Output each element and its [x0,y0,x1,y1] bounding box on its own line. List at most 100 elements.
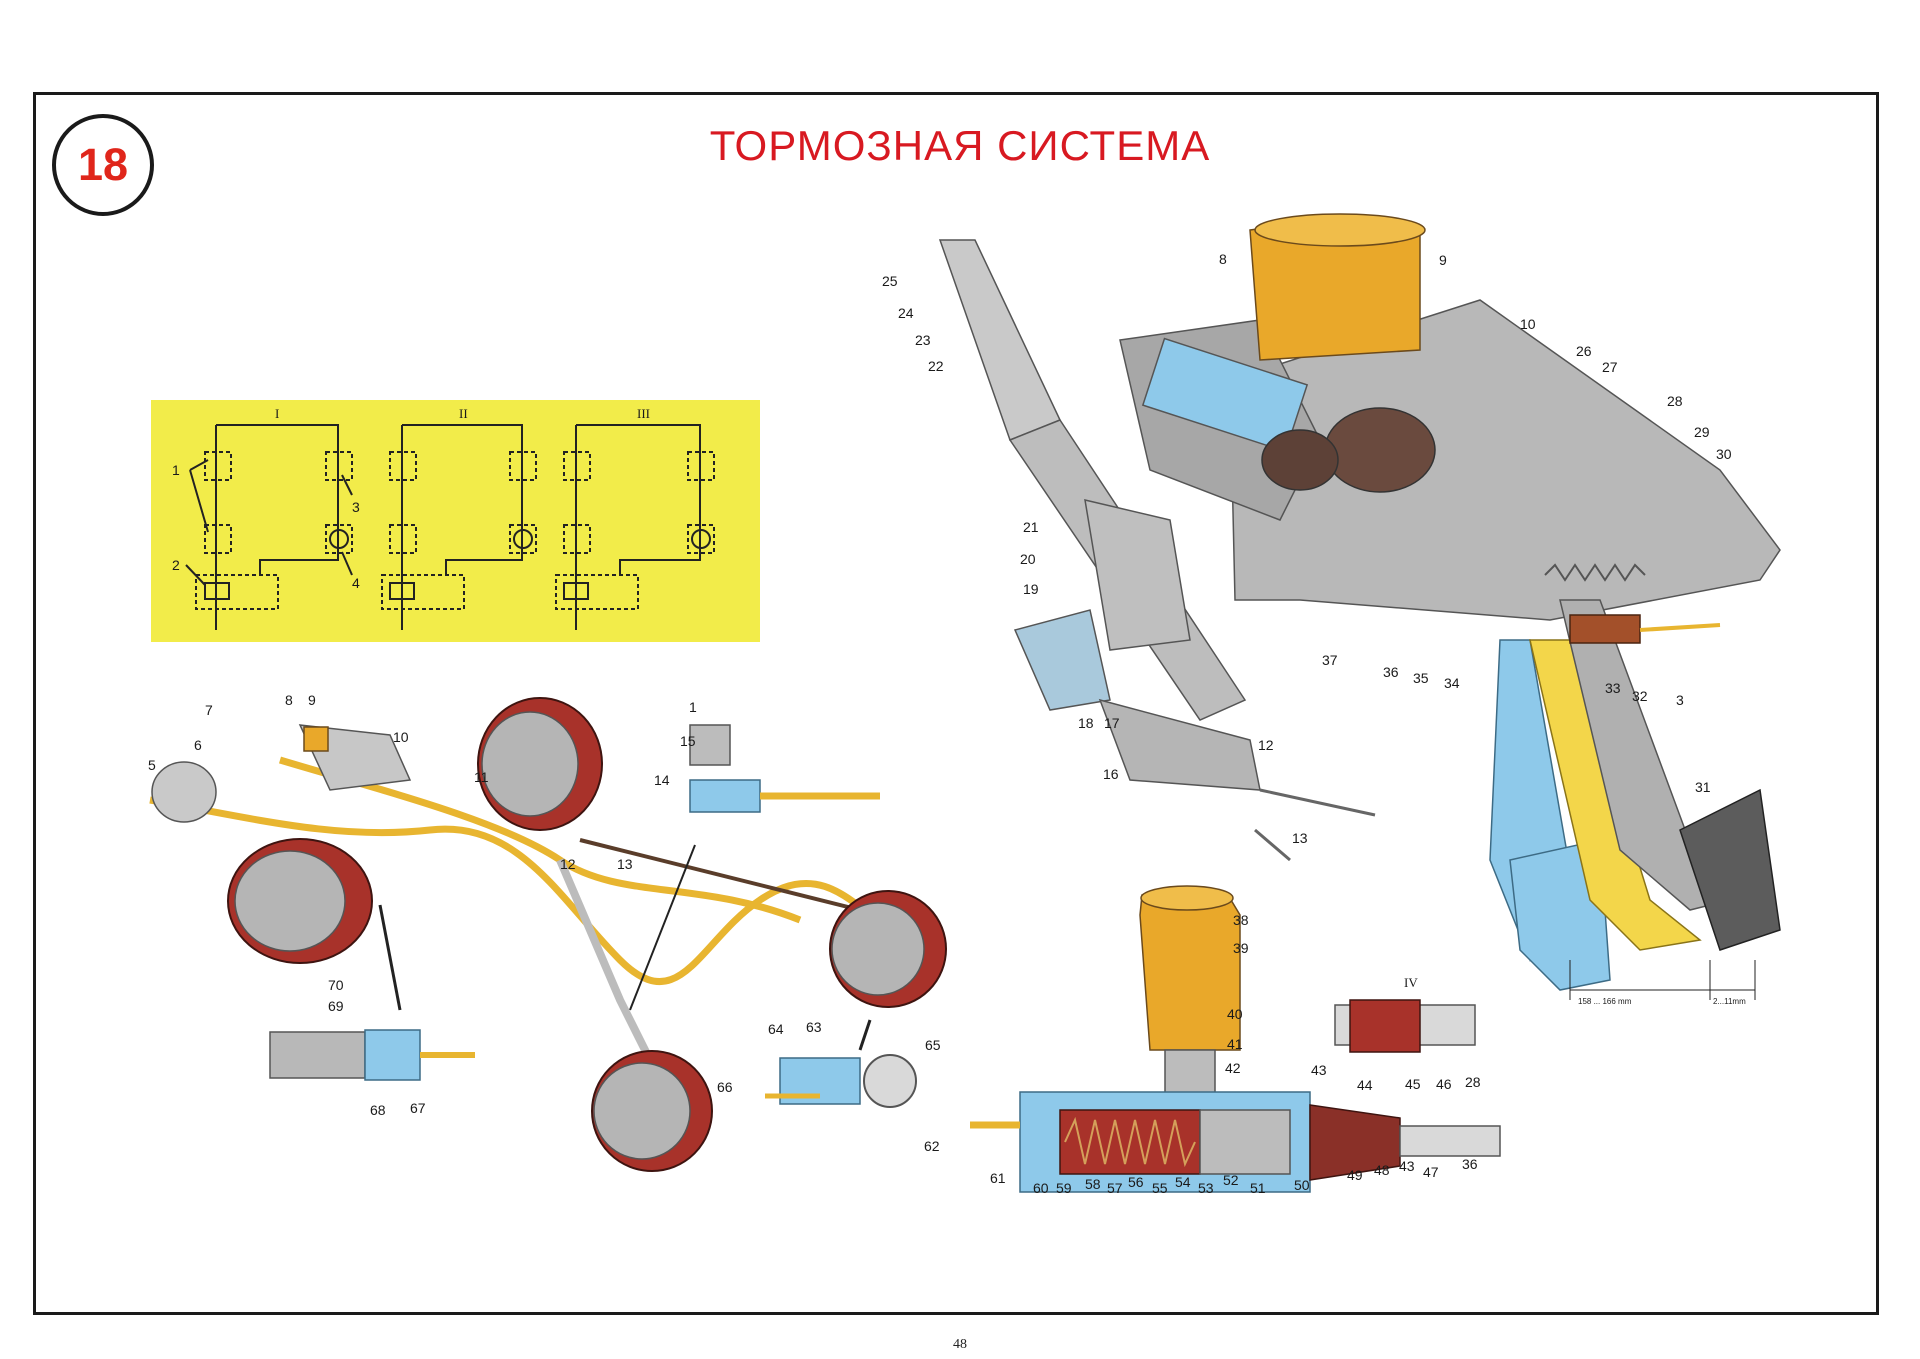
callout: 38 [1233,912,1249,928]
booster-cup [1324,407,1436,493]
page-title: ТОРМОЗНАЯ СИСТЕМА [709,122,1211,169]
callout: 24 [898,305,914,321]
schematic-label-3: 3 [352,499,360,515]
page-number: 48 [953,1337,967,1352]
callout: 28 [1465,1074,1481,1090]
callout: 70 [328,977,344,993]
callout: 69 [328,998,344,1014]
callout: 35 [1413,670,1429,686]
callout: 54 [1175,1174,1191,1190]
callout: 25 [882,273,898,289]
callout: 48 [1374,1162,1390,1178]
callout: 55 [1152,1180,1168,1196]
front-right-brake-drum [477,697,603,831]
callout: 65 [925,1037,941,1053]
front-left-brake-drum [227,838,373,964]
callout: 17 [1104,715,1120,731]
callout: 6 [194,737,202,753]
callout: 52 [1223,1172,1239,1188]
callout: 36 [1462,1156,1478,1172]
callout: 41 [1227,1036,1243,1052]
callout: 39 [1233,940,1249,956]
callout: 12 [1258,737,1274,753]
schematic-label-1: 1 [172,462,180,478]
callout: 11 [474,769,489,785]
callout: 14 [654,772,670,788]
schematic-label-2: 2 [172,557,180,573]
callout: 61 [990,1170,1006,1186]
callout: 15 [680,733,696,749]
schematic-circuits [185,424,715,630]
callout: 20 [1020,551,1036,567]
wheel-cylinder-detail [765,1019,917,1108]
brake-line [149,796,903,986]
plate-number-badge: 18 [52,114,154,216]
callout: 64 [768,1021,784,1037]
callout: 19 [1023,581,1039,597]
callout: 26 [1576,343,1592,359]
reservoir-section [1139,894,1241,1051]
callout: 29 [1694,424,1710,440]
callout: 49 [1347,1167,1363,1183]
callout: 43 [1311,1062,1327,1078]
callout: 46 [1436,1076,1452,1092]
free-play-dimension: 2...11mm [1713,997,1746,1006]
rear-left-brake-drum [591,1050,713,1172]
schematic-roman-2: II [459,406,468,421]
callout: 59 [1056,1180,1072,1196]
pedal-callouts: 25 24 23 22 21 20 19 18 17 16 12 13 8 9 … [882,251,1732,846]
callout: 8 [285,692,293,708]
pedal-travel-dimension: 158 ... 166 mm [1578,997,1632,1006]
callout: 37 [1322,652,1338,668]
brake-circuit-illustration [149,697,947,1172]
callout: 60 [1033,1180,1049,1196]
return-spring [1544,563,1646,582]
plate-number: 18 [77,139,129,190]
callout: 51 [1250,1180,1266,1196]
callout: 21 [1023,519,1039,535]
callout: 12 [560,856,576,872]
callout: 56 [1128,1174,1144,1190]
detail-iv-roman: IV [1404,975,1418,990]
callout: 40 [1227,1006,1243,1022]
pedal-assembly-illustration: 158 ... 166 mm 2...11mm [938,213,1781,1006]
callout: 62 [924,1138,940,1154]
hose-fitting-detail [269,904,475,1081]
callout: 66 [717,1079,733,1095]
brake-light-schematic: I II III 1 2 3 4 [151,400,760,642]
callout: 1 [689,699,697,715]
callout: 27 [1602,359,1618,375]
callout: 13 [1292,830,1308,846]
callout: 34 [1444,675,1460,691]
callout: 30 [1716,446,1732,462]
callout: 16 [1103,766,1119,782]
vacuum-booster [151,761,217,823]
callout: 58 [1085,1176,1101,1192]
callout: 10 [393,729,409,745]
callout: 33 [1605,680,1621,696]
callout: 53 [1198,1180,1214,1196]
callout: 3 [1676,692,1684,708]
pedal-pad [1679,788,1781,951]
callout: 47 [1423,1164,1439,1180]
callout: 31 [1695,779,1711,795]
callout: 67 [410,1100,426,1116]
callout: 22 [928,358,944,374]
callout: 63 [806,1019,822,1035]
callout: 9 [308,692,316,708]
pushrod [1399,1125,1501,1157]
callout: 45 [1405,1076,1421,1092]
master-cylinder-callouts: 38 39 40 41 42 61 60 59 58 57 56 55 54 5… [990,912,1481,1196]
rear-right-brake-drum [829,890,947,1008]
callout: 10 [1520,316,1536,332]
pedal-bracket [1229,299,1781,621]
callout: 28 [1667,393,1683,409]
callout: 32 [1632,688,1648,704]
circuit-callouts: 7 8 9 10 6 5 11 12 13 70 69 68 67 66 65 … [148,692,941,1154]
callout: 9 [1439,252,1447,268]
stop-light-switch [1569,614,1641,644]
handbrake-lever [938,239,1062,441]
callout: 50 [1294,1177,1310,1193]
callout: 7 [205,702,213,718]
